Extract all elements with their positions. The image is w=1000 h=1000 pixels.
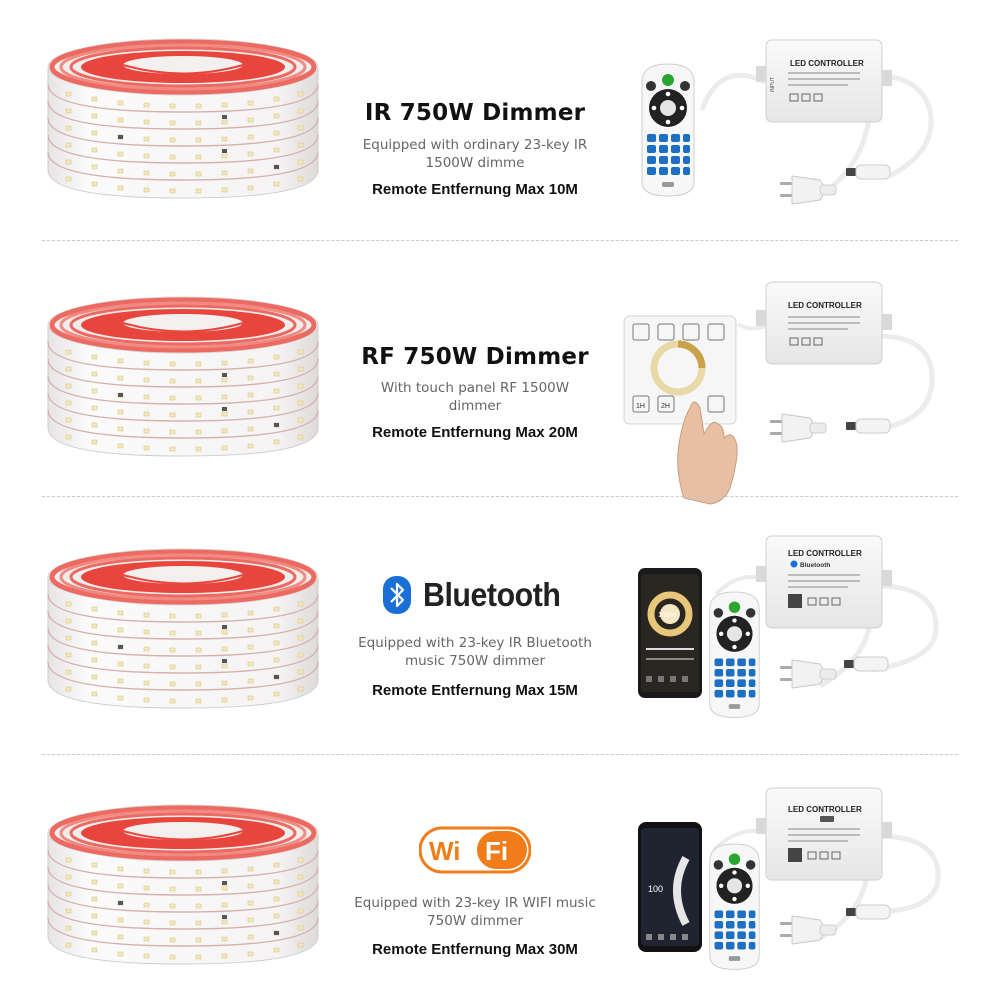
led-strip-reel-image <box>44 788 322 966</box>
remote-distance: Remote Entfernung Max 30M <box>372 941 578 958</box>
controller-label: LED CONTROLLER <box>788 549 862 558</box>
bluetooth-logo-text: Bluetooth <box>423 576 561 613</box>
wifi-controller-kit-image: LED CONTROLLER 100 <box>638 787 941 970</box>
remote-distance: Remote Entfernung Max 10M <box>372 181 578 198</box>
phone-wifi-value: 100 <box>648 884 663 894</box>
controller-bluetooth-label: Bluetooth <box>800 562 830 569</box>
led-strip-reel-image <box>44 22 322 200</box>
wifi-logo: Wi Fi <box>330 826 620 874</box>
row-bluetooth: Bluetooth Equipped with 23-key IR Blueto… <box>0 510 1000 760</box>
controller-input-label: INPUT <box>770 77 776 92</box>
phone-percent: 100% <box>658 612 676 619</box>
controller-label: LED CONTROLLER <box>788 301 862 310</box>
controller-label: LED CONTROLLER <box>790 59 864 68</box>
row-rf-dimmer: RF 750W Dimmer With touch panel RF 1500W… <box>0 258 1000 508</box>
timer-1h-label: 1H <box>636 403 645 410</box>
remote-distance: Remote Entfernung Max 15M <box>372 682 578 699</box>
product-title: IR 750W Dimmer <box>364 100 586 126</box>
ir-text-block: IR 750W Dimmer Equipped with ordinary 23… <box>330 100 620 198</box>
svg-text:Fi: Fi <box>485 836 508 866</box>
product-description: Equipped with ordinary 23-key IR 1500W d… <box>362 137 588 171</box>
wifi-text-block: Wi Fi Equipped with 23-key IR WIFI music… <box>330 826 620 958</box>
row-ir-dimmer: IR 750W Dimmer Equipped with ordinary 23… <box>0 0 1000 250</box>
row-wifi: Wi Fi Equipped with 23-key IR WIFI music… <box>0 766 1000 1000</box>
bluetooth-logo: Bluetooth <box>330 576 620 614</box>
section-divider <box>42 240 958 241</box>
bluetooth-icon <box>383 576 412 614</box>
timer-2h-label: 2H <box>661 403 670 410</box>
svg-text:Wi: Wi <box>429 836 461 866</box>
rf-controller-kit-image: LED CONTROLLER 1H 2H <box>623 281 935 505</box>
section-divider <box>42 496 958 497</box>
product-description: Equipped with 23-key IR Bluetooth music … <box>358 635 592 669</box>
led-strip-reel-image <box>44 532 322 710</box>
controller-label: LED CONTROLLER <box>788 805 862 814</box>
wifi-logo-icon: Wi Fi <box>419 826 531 874</box>
led-strip-reel-image <box>44 280 322 458</box>
bluetooth-text-block: Bluetooth Equipped with 23-key IR Blueto… <box>330 576 620 699</box>
product-title: RF 750W Dimmer <box>361 344 589 370</box>
section-divider <box>42 754 958 755</box>
rf-text-block: RF 750W Dimmer With touch panel RF 1500W… <box>330 344 620 441</box>
product-description: With touch panel RF 1500W dimmer <box>380 380 570 414</box>
bluetooth-controller-kit-image: LED CONTROLLER Bluetooth 100% <box>638 535 939 718</box>
remote-distance: Remote Entfernung Max 20M <box>372 424 578 441</box>
ir-controller-kit-image: LED CONTROLLER INPUT <box>641 39 934 205</box>
product-description: Equipped with 23-key IR WIFI music 750W … <box>354 895 596 929</box>
